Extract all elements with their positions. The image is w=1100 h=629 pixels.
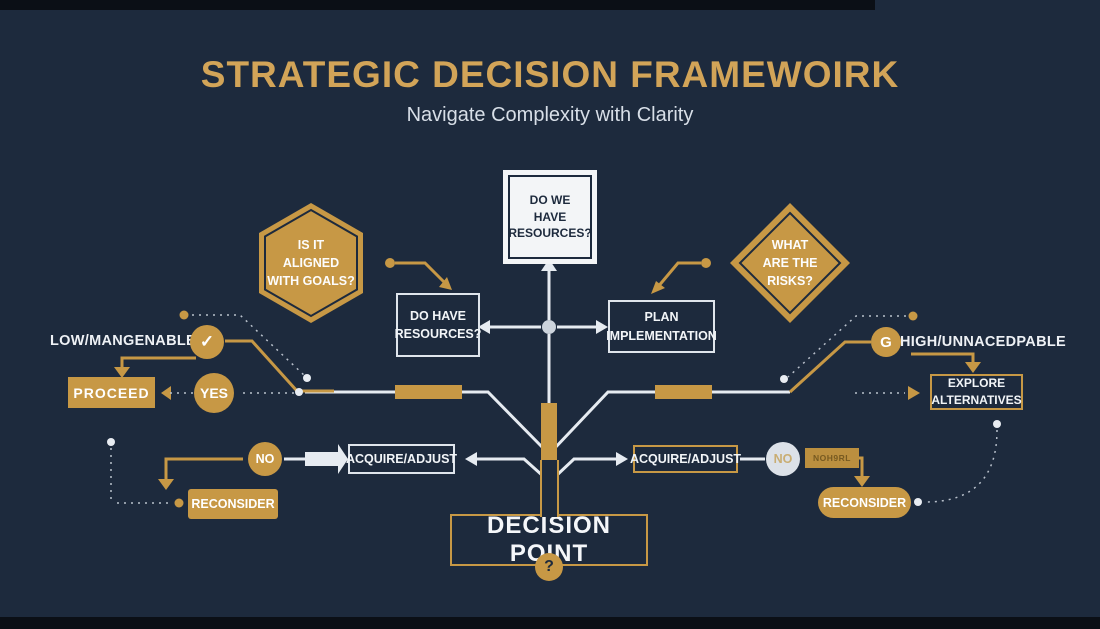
node-yes: YES xyxy=(194,373,234,413)
page-subtitle: Navigate Complexity with Clarity xyxy=(406,104,694,126)
label-high-unacceptable: HIGH/UNNACEDPABLE xyxy=(900,334,1066,350)
hexagon-label: IS IT ALIGNED WITH GOALS? xyxy=(267,237,355,289)
junction-node xyxy=(542,320,556,334)
cycle-icon: G xyxy=(871,327,901,357)
node-aligned-with-goals-hexagon: IS IT ALIGNED WITH GOALS? xyxy=(251,203,371,323)
connector-dots xyxy=(107,310,1001,508)
node-no-right: NO xyxy=(766,442,800,476)
node-do-have-resources: DO HAVE RESOURCES? xyxy=(395,293,481,357)
node-what-are-the-risks-diamond: WHAT ARE THE RISKS? xyxy=(728,201,852,325)
node-reconsider-right: RECONSIDER xyxy=(818,487,911,518)
node-reconsider-left: RECONSIDER xyxy=(188,489,278,519)
top-letterbox-bar xyxy=(0,0,875,10)
node-do-we-have-resources: DO WE HAVE RESOURCES? xyxy=(508,175,592,259)
node-acquire-adjust-right: ACQUIRE/ADJUST xyxy=(630,445,741,473)
node-no-left: NO xyxy=(248,442,282,476)
node-line: DO WE xyxy=(529,192,571,207)
hex-connector-dot xyxy=(385,258,395,268)
node-proceed: PROCEED xyxy=(68,377,155,408)
node-line: RESOURCES? xyxy=(508,226,592,241)
diamond-label: WHAT ARE THE RISKS? xyxy=(762,237,818,289)
diamond-shape xyxy=(730,203,850,323)
gold-bars xyxy=(395,385,712,461)
node-plan-implementation: PLAN IMPLEMENTATION xyxy=(606,300,717,353)
node-explore-alternatives: EXPLORE ALTERNATIVES xyxy=(930,374,1023,410)
white-arrowheads xyxy=(305,259,628,474)
diamond-connector-dot xyxy=(701,258,711,268)
label-low-manageable: LOW/MANGENABLE xyxy=(50,333,196,349)
dotted-connectors xyxy=(110,314,998,504)
gold-connectors xyxy=(120,261,975,484)
gold-arrowheads xyxy=(114,277,981,490)
node-acquire-adjust-left: ACQUIRE/ADJUST xyxy=(346,444,457,474)
hexagon-shape xyxy=(259,203,363,323)
white-connectors xyxy=(284,268,790,478)
check-icon: ✓ xyxy=(190,325,224,359)
question-mark-icon: ? xyxy=(535,553,563,581)
node-line: HAVE xyxy=(533,209,567,224)
no-badge: NOH9RL xyxy=(805,448,859,468)
page-title: STRATEGIC DECISION FRAMEWOIRK xyxy=(200,54,900,95)
decision-inlet-notch xyxy=(540,460,559,517)
thick-arrow xyxy=(305,444,348,474)
bottom-letterbox-bar xyxy=(0,617,1100,629)
